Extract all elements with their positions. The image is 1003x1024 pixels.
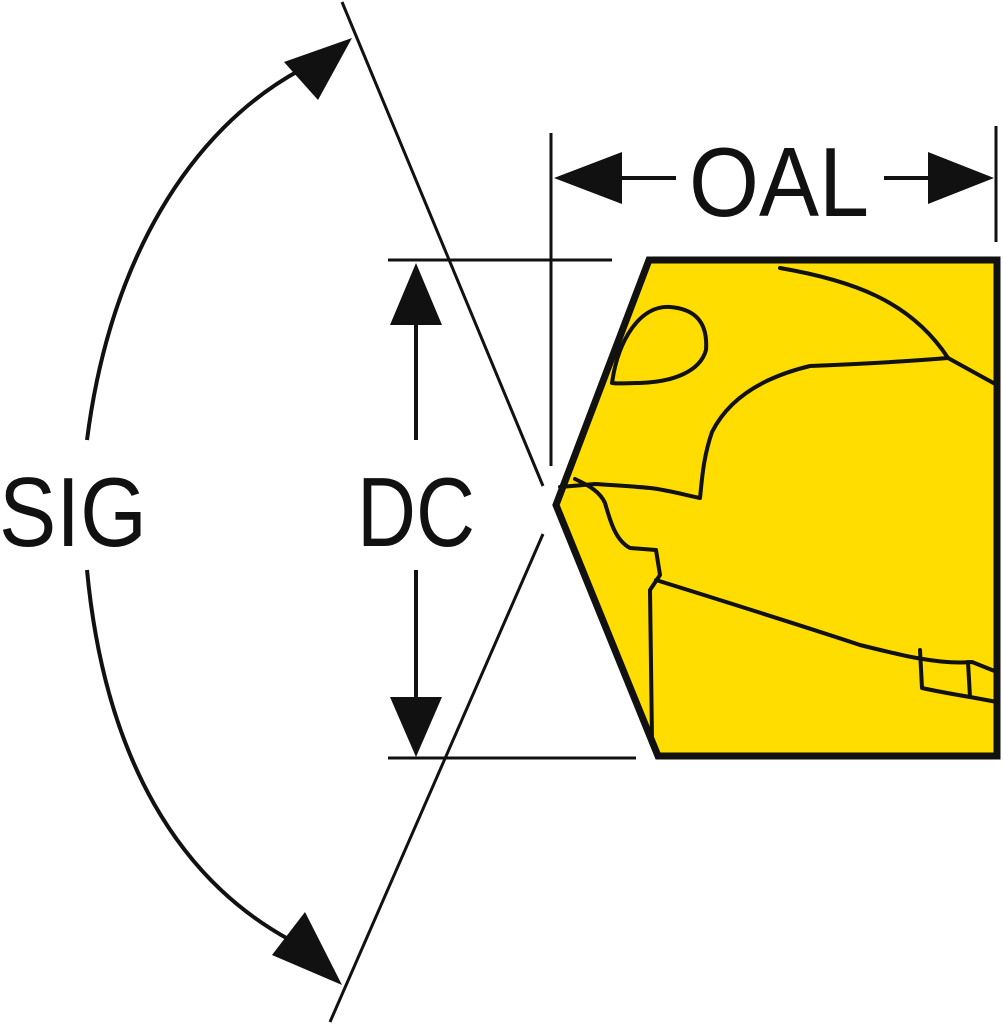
- oal-arrowhead-left: [554, 152, 622, 204]
- sig-label: SIG: [0, 457, 147, 567]
- sig-arrowhead-down: [272, 912, 342, 985]
- oal-dimension: OAL: [549, 126, 998, 466]
- oal-arrowhead-right: [928, 152, 994, 204]
- oal-label: OAL: [689, 127, 869, 237]
- sig-arc-upper: [85, 68, 301, 441]
- dc-arrowhead-up: [390, 263, 442, 325]
- drill-insert: [552, 256, 1001, 760]
- insert-detail-lines: [558, 266, 999, 742]
- point-angle-lines: [328, 1, 545, 1023]
- sig-arrowhead-up: [284, 38, 352, 100]
- lower-angle-line: [328, 533, 545, 1023]
- dc-arrowhead-down: [390, 697, 442, 757]
- dc-dimension: DC: [357, 258, 636, 760]
- sig-dimension: SIG: [0, 38, 352, 985]
- dc-label: DC: [357, 457, 475, 567]
- sig-arc-lower: [85, 569, 291, 942]
- insert-body: [552, 256, 1001, 760]
- upper-angle-line: [340, 1, 545, 487]
